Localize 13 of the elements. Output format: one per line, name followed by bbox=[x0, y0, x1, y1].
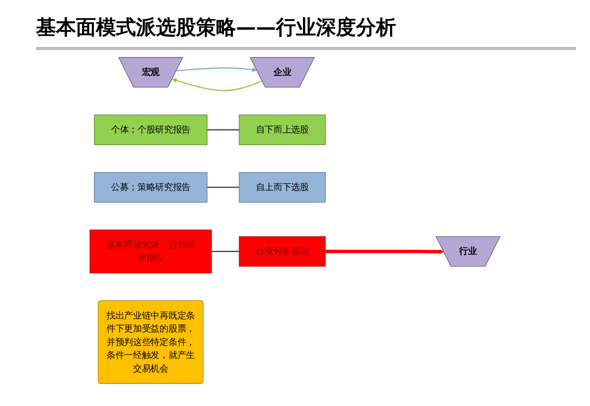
node-box: 个体；个股研究报告 bbox=[94, 114, 208, 145]
node-box: 基本面模式派；行业研究报告 bbox=[90, 229, 212, 273]
node-box: 公募；策略研究报告 bbox=[94, 172, 208, 202]
node-box: 自下而上选股 bbox=[238, 114, 326, 145]
node-box: 行业分析选股 bbox=[238, 236, 326, 266]
arrow bbox=[176, 66, 257, 72]
title: 基本面模式派选股策略——行业深度分析 bbox=[36, 14, 576, 50]
connector bbox=[207, 186, 240, 188]
connector bbox=[212, 250, 240, 252]
connector bbox=[207, 128, 240, 130]
arrow bbox=[172, 78, 262, 91]
node-box: 自上而下选股 bbox=[238, 172, 326, 202]
arrow bbox=[325, 248, 444, 254]
